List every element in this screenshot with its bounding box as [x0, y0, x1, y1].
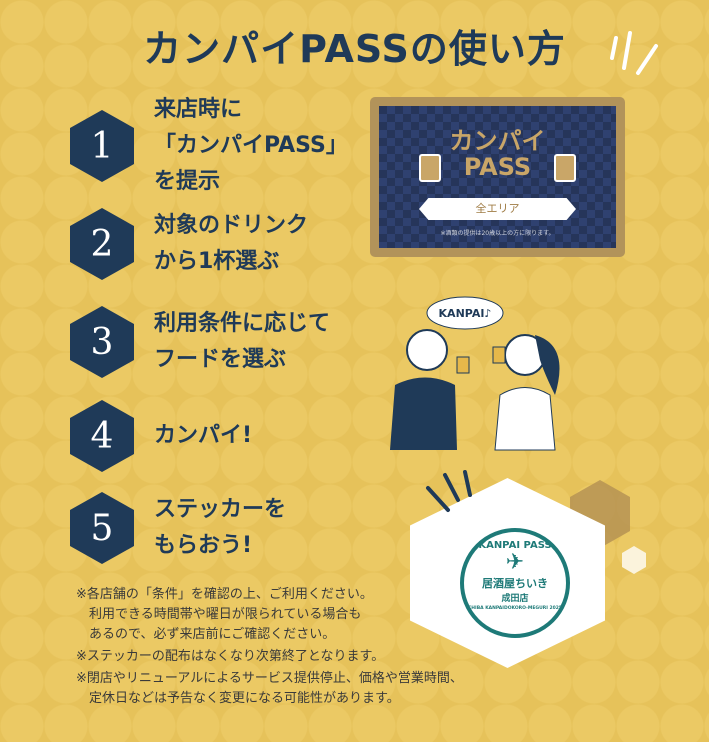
step-number-hexagon: 2 [70, 208, 134, 280]
kanpai-pass-sticker: KANPAI PASS ✈ 居酒屋ちいき 成田店 CHIBA KANPAIDOK… [460, 528, 570, 638]
note: ※各店舗の「条件」を確認の上、ご利用ください。 利用できる時間帯や曜日が限られて… [76, 587, 373, 642]
sparkle-lines-icon [426, 470, 472, 512]
decorative-hexagon [622, 546, 646, 574]
step-number-hexagon: 3 [70, 306, 134, 378]
step-number-hexagon: 1 [70, 110, 134, 182]
card-area-label: 全エリア [419, 198, 576, 220]
step-3: 3 利用条件に応じて フードを選ぶ [70, 306, 330, 378]
note: ※閉店やリニューアルによるサービス提供停止、価格や営業時間、 定休日などは予告な… [76, 671, 463, 706]
beer-mug-icon [554, 154, 576, 182]
step-number-hexagon: 5 [70, 492, 134, 564]
step-text: 対象のドリンク から1杯選ぶ [154, 213, 309, 274]
step-text: ステッカーを もらおう! [154, 497, 287, 558]
step-5: 5 ステッカーを もらおう! [70, 492, 286, 564]
notes: ※各店舗の「条件」を確認の上、ご利用ください。 利用できる時間帯や曜日が限られて… [76, 585, 463, 711]
beer-mug-icon [419, 154, 441, 182]
page-title: カンパイPASSの使い方 [143, 27, 566, 71]
step-text: 利用条件に応じて フードを選ぶ [154, 311, 331, 372]
step-1: 1 来店時に 「カンパイPASS」 を提示 [70, 92, 348, 200]
speech-bubble-text: KANPAI♪ [439, 307, 492, 320]
step-number-hexagon: 4 [70, 400, 134, 472]
step-4: 4 カンパイ! [70, 400, 252, 472]
note: ※ステッカーの配布はなくなり次第終了となります。 [76, 649, 385, 664]
step-2: 2 対象のドリンク から1杯選ぶ [70, 208, 308, 280]
step-text: カンパイ! [154, 423, 253, 448]
step-text: 来店時に 「カンパイPASS」 を提示 [154, 97, 348, 194]
people-toasting-illustration: KANPAI♪ [390, 296, 560, 451]
sparkle-lines-icon [610, 31, 658, 75]
airplane-icon: ✈ [505, 550, 525, 575]
card-note: ※酒類の提供は20歳以上の方に限ります。 [440, 230, 555, 237]
